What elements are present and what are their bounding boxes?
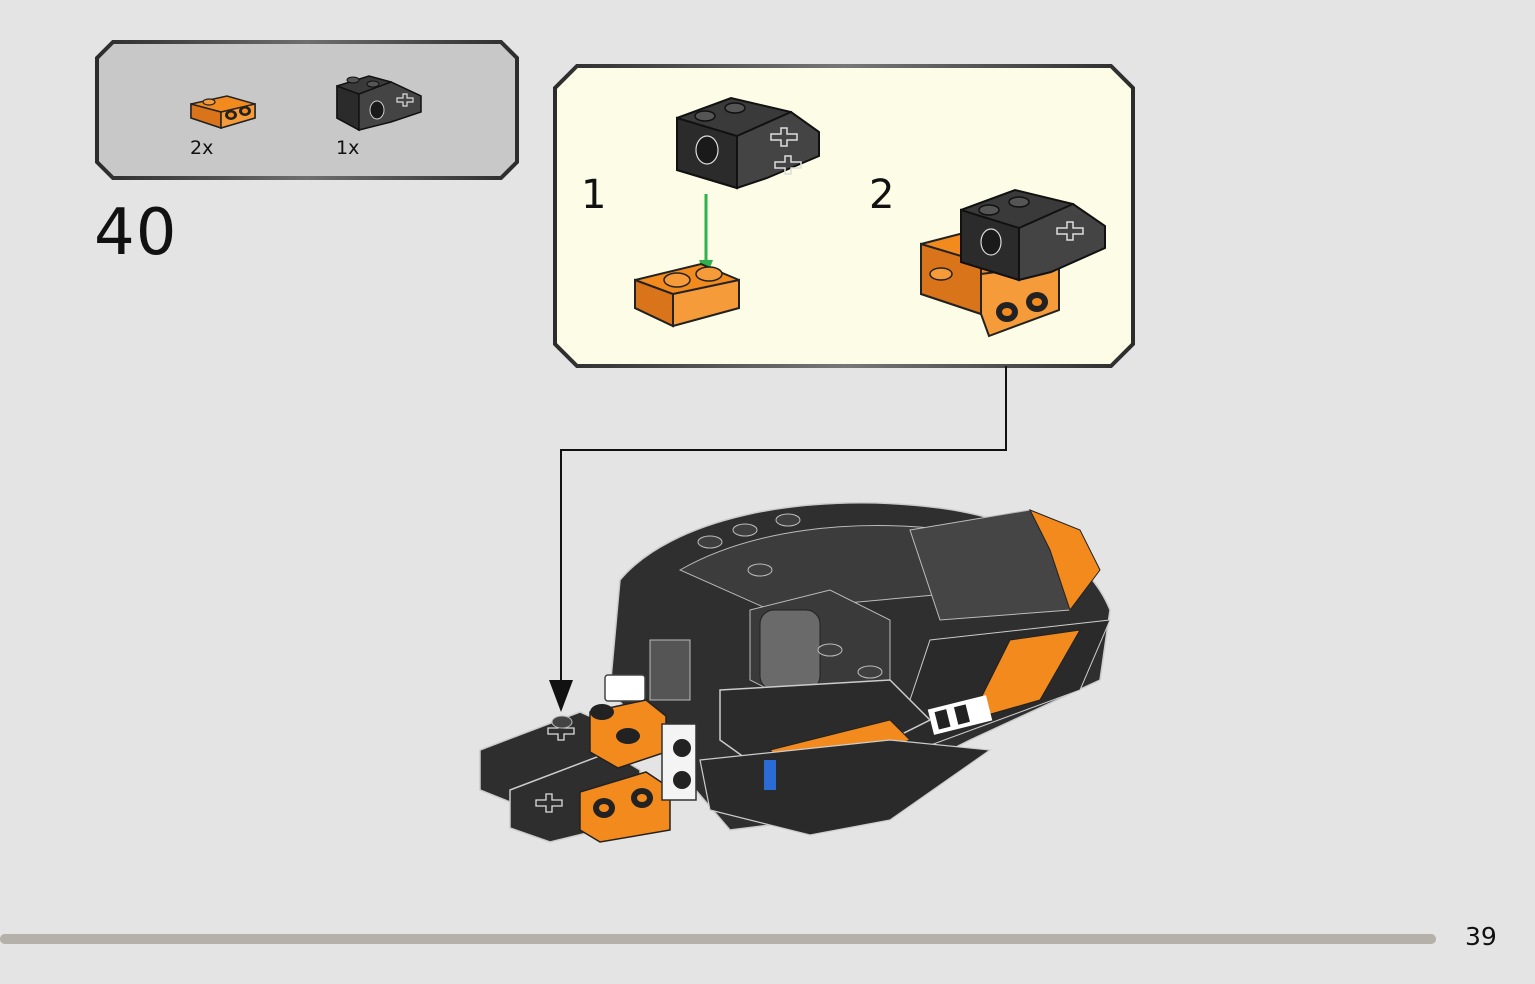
substep-1-orange-bracket-icon [634,262,740,328]
step-number: 40 [94,196,178,270]
substep-number-1: 1 [581,172,607,218]
page-number: 39 [1465,922,1497,951]
substep-number-2: 2 [869,172,895,218]
parts-list-panel: 2x 1x [95,40,519,180]
parts-quantity-orange-bracket: 2x [190,137,214,159]
parts-list-frame [95,40,519,180]
substep-1-black-connector-icon [676,96,820,190]
main-model-illustration [479,502,1111,843]
page-progress-bar [0,934,1436,944]
substep-panel: 1 2 [553,64,1135,368]
substep-2-assembly-icon [920,188,1106,338]
page-progress-fill [0,934,1436,944]
orange-bracket-plate-icon [190,95,256,130]
black-technic-pin-connector-icon [336,75,422,132]
parts-quantity-black-connector: 1x [336,137,360,159]
